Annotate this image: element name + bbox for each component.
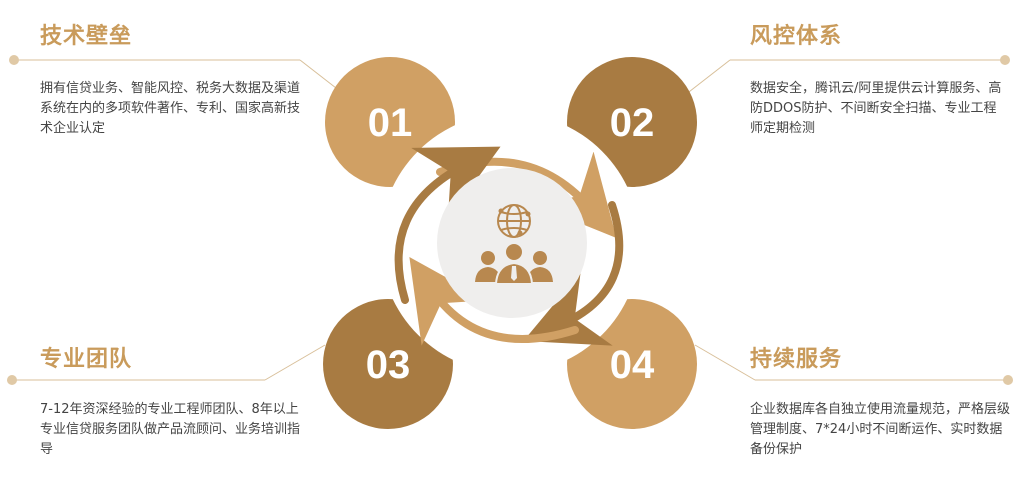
line-04-diagonal [694, 344, 756, 381]
block-01-desc: 拥有信贷业务、智能风控、税务大数据及渠道系统在内的多项软件著作、专利、国家高新技… [40, 81, 301, 136]
block-03-desc: 7-12年资深经验的专业工程师团队、8年以上专业信贷服务团队做产品流顾问、业务培… [40, 402, 301, 457]
dot-03 [7, 375, 17, 385]
number-03: 03 [366, 343, 411, 387]
line-03-diagonal [264, 344, 326, 381]
line-02-diagonal [684, 59, 731, 96]
arrow-02-to-04 [523, 201, 624, 346]
number-01: 01 [368, 101, 413, 145]
arrow-03-to-01 [394, 146, 501, 304]
number-02: 02 [610, 101, 655, 145]
number-04: 04 [610, 343, 655, 387]
arrow-04-to-03 [409, 257, 579, 346]
block-03-title: 专业团队 [40, 347, 133, 372]
team-globe-icon [475, 204, 553, 285]
block-02-title: 风控体系 [750, 24, 843, 49]
block-04-title: 持续服务 [750, 347, 843, 372]
dot-04 [1003, 375, 1013, 385]
block-01-title: 技术壁垒 [40, 24, 133, 49]
dot-01 [9, 55, 19, 65]
block-02-desc: 数据安全，腾讯云/阿里提供云计算服务、高防DDOS防护、不间断安全扫描、专业工程… [750, 81, 1002, 136]
dot-02 [1000, 55, 1010, 65]
block-04-desc: 企业数据库各自独立使用流量规范，严格层级管理制度、7*24小时不间断运作、实时数… [750, 402, 1011, 457]
